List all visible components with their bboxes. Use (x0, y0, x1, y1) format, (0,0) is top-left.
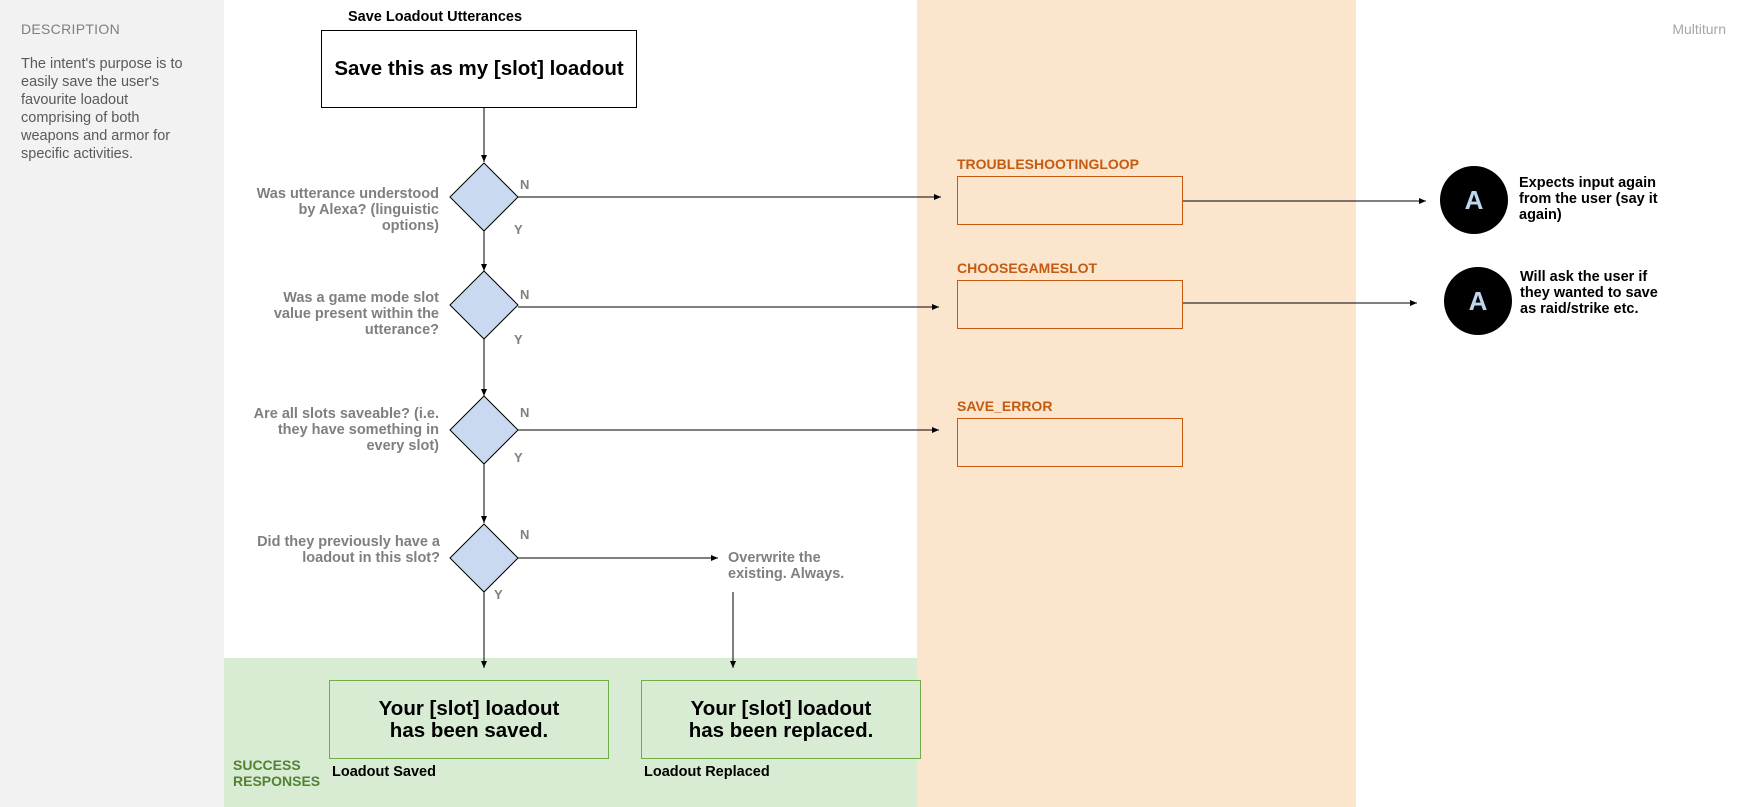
decision-2-yes: Y (514, 332, 523, 347)
utterance-box: Save this as my [slot] loadout (321, 30, 637, 108)
mode-label: Multiturn (1672, 21, 1726, 37)
decision-3-question: Are all slots saveable? (i.e. they have … (253, 406, 439, 454)
decision-diamond-4 (449, 523, 519, 593)
decision-4-yes: Y (494, 587, 503, 602)
overwrite-note: Overwrite the existing. Always. (728, 550, 845, 582)
decision-1-question: Was utterance understood by Alexa? (ling… (256, 186, 439, 234)
decision-1-yes: Y (514, 222, 523, 237)
outcome-choosegameslot-label: CHOOSEGAMESLOT (957, 260, 1098, 276)
decision-4-no: N (520, 527, 530, 542)
outcome-troubleshootingloop-box (957, 176, 1183, 225)
decision-3-no: N (520, 405, 530, 420)
response-replaced-label: Loadout Replaced (644, 764, 770, 780)
sidebar-title: DESCRIPTION (21, 21, 120, 37)
decision-diamond-2 (449, 270, 519, 340)
response-replaced-text: Your [slot] loadout has been replaced. (688, 696, 874, 742)
connector-a-choosegameslot-note: Will ask the user if they wanted to save… (1520, 269, 1658, 317)
decision-1-no: N (520, 177, 530, 192)
connector-a-choosegameslot: A (1444, 267, 1512, 335)
outcome-choosegameslot-box (957, 280, 1183, 329)
decision-4-question: Did they previously have a loadout in th… (257, 534, 440, 566)
error-lane (917, 0, 1356, 807)
response-replaced-box: Your [slot] loadout has been replaced. (641, 680, 921, 759)
outcome-save-error-box (957, 418, 1183, 467)
decision-3-yes: Y (514, 450, 523, 465)
description-sidebar (0, 0, 224, 807)
outcome-save-error-label: SAVE_ERROR (957, 398, 1053, 414)
decision-diamond-1 (449, 162, 519, 232)
decision-2-no: N (520, 287, 530, 302)
outcome-troubleshootingloop-label: TROUBLESHOOTINGLOOP (957, 156, 1139, 172)
response-saved-text: Your [slot] loadout has been saved. (378, 696, 560, 742)
utterance-text: Save this as my [slot] loadout (334, 57, 624, 80)
decision-2-question: Was a game mode slot value present withi… (273, 290, 439, 338)
utterances-label: Save Loadout Utterances (348, 9, 523, 25)
connector-a-troubleshoot-note: Expects input again from the user (say i… (1519, 175, 1658, 223)
decision-diamond-3 (449, 395, 519, 465)
success-responses-label: SUCCESS RESPONSES (233, 757, 321, 789)
connector-a-troubleshoot: A (1440, 166, 1508, 234)
sidebar-description: The intent's purpose is to easily save t… (21, 56, 183, 162)
response-saved-label: Loadout Saved (332, 764, 436, 780)
response-saved-box: Your [slot] loadout has been saved. (329, 680, 609, 759)
